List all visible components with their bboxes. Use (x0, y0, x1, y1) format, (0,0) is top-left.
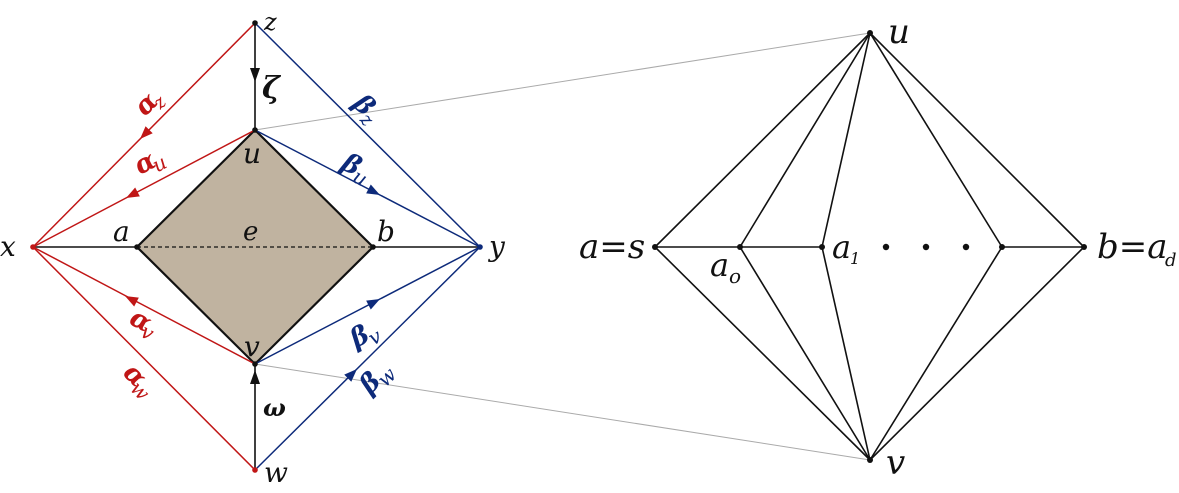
vertex-v (252, 361, 258, 367)
edge-alpha-u (32, 129, 256, 248)
vertex-s (652, 244, 658, 250)
label-a1-sub: 1 (850, 249, 860, 268)
vertex-last (999, 244, 1005, 250)
label-alpha-z: α z (129, 87, 171, 122)
label-zeta: ζ (262, 71, 282, 106)
ellipsis-dot-1 (882, 243, 890, 251)
arrow-alpha-z (140, 126, 153, 139)
edge-a0-v (739, 246, 871, 461)
edge-beta-v (254, 246, 481, 365)
edge-u-s (654, 32, 871, 248)
edge-u-ad (869, 32, 1085, 248)
edge-ad-v (869, 246, 1085, 461)
label-e: e (243, 217, 258, 247)
arrow-zeta (250, 68, 260, 82)
label-beta-z: β z (346, 88, 380, 131)
label-beta-u: β u (336, 147, 372, 191)
label-a-equals-s: a=s (579, 227, 645, 267)
label-v-left: v (244, 330, 260, 363)
edge-a1-v (821, 246, 871, 461)
edge-u-last (869, 32, 1003, 248)
vertex-ad (1081, 244, 1087, 250)
label-a-left: a (113, 215, 130, 248)
vertex-a0 (737, 244, 743, 250)
label-b-equals-ad: b=a (1097, 227, 1168, 267)
label-b-equals-ad-sub: d (1165, 250, 1177, 271)
label-a1: a (832, 228, 851, 266)
label-beta-v: β v (344, 320, 386, 355)
vertex-u-right (867, 30, 873, 36)
arrow-omega (250, 370, 260, 384)
connector-line-v (254, 363, 871, 461)
connector-line-u (254, 32, 871, 131)
left-diagram: z u v w x y a b e ζ ω α z α u α v α w β (0, 8, 506, 489)
arrow-alpha-v (125, 296, 139, 307)
vertex-y (477, 244, 483, 250)
edge-last-v (869, 246, 1003, 461)
vertex-a (134, 244, 140, 250)
label-w: w (264, 456, 288, 489)
vertex-b (370, 244, 376, 250)
right-diagram (654, 32, 1085, 461)
vertex-x (30, 244, 36, 250)
ellipsis-dot-2 (922, 243, 930, 251)
edge-alpha-v (32, 246, 256, 365)
edge-beta-w (254, 246, 481, 471)
arrow-beta-v (366, 299, 380, 310)
vertex-v-right (867, 457, 873, 463)
label-omega: ω (263, 393, 286, 422)
label-v-right: v (886, 443, 905, 483)
vertex-u (252, 127, 258, 133)
edge-alpha-w (32, 246, 256, 471)
label-beta-w: β w (353, 362, 401, 400)
arrow-beta-w (344, 369, 357, 382)
label-alpha-v: α v (125, 303, 159, 346)
label-z: z (263, 8, 277, 36)
edge-beta-u (254, 129, 481, 248)
edge-u-a1 (821, 32, 871, 248)
label-alpha-w: α w (117, 358, 155, 405)
edge-u-a0 (739, 32, 871, 248)
arrow-alpha-u (126, 187, 140, 198)
label-x: x (0, 230, 16, 263)
label-b-left: b (377, 215, 395, 248)
edge-beta-z (254, 22, 481, 248)
label-y: y (487, 230, 506, 263)
label-u-right: u (888, 12, 910, 52)
arrow-beta-u (366, 184, 380, 195)
ellipsis-dot-3 (962, 243, 970, 251)
label-a0: a (710, 246, 729, 284)
vertex-z (252, 20, 258, 26)
label-a0-sub: o (729, 264, 741, 288)
label-u-left: u (243, 137, 261, 170)
vertex-w (252, 467, 258, 473)
edge-s-v (654, 246, 871, 461)
vertex-a1 (819, 244, 825, 250)
